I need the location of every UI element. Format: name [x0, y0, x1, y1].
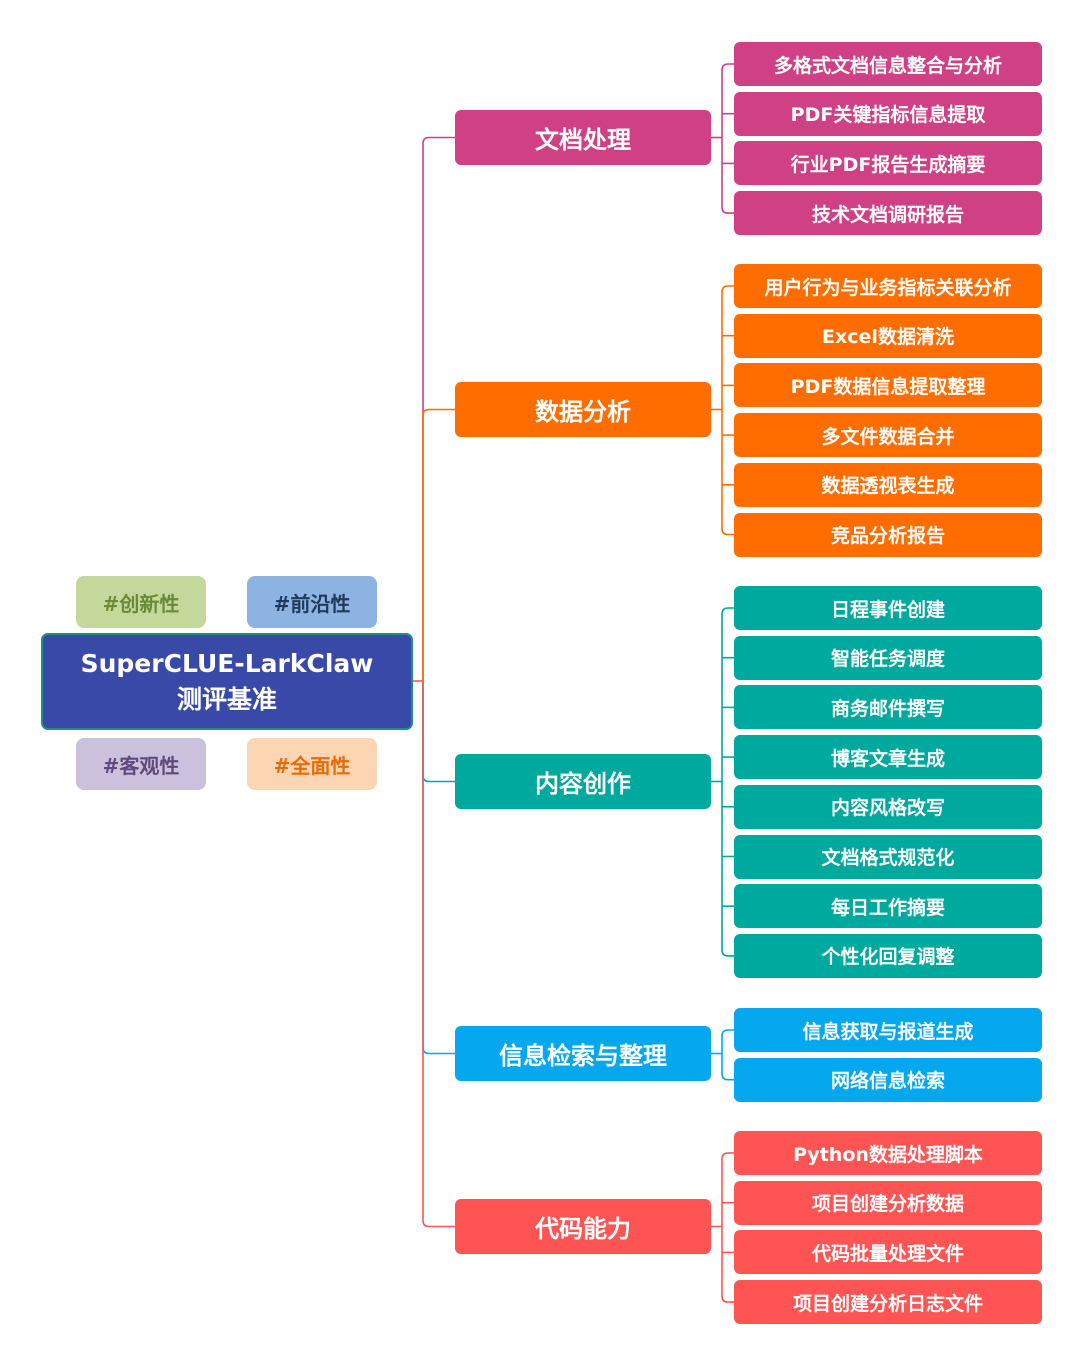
tag-objectivity: #客观性 — [76, 738, 206, 790]
root-title-line2: 测评基准 — [176, 684, 277, 714]
trunk-connector — [422, 136, 455, 681]
leaf-bracket — [721, 607, 734, 957]
leaf-bracket — [721, 1152, 734, 1303]
tag-frontier: #前沿性 — [247, 576, 377, 628]
branch-node[interactable]: 信息检索与整理 — [455, 1026, 711, 1081]
leaf-node[interactable]: 多格式文档信息整合与分析 — [734, 42, 1042, 86]
branch-node[interactable]: 数据分析 — [455, 382, 711, 437]
leaf-node[interactable]: 日程事件创建 — [734, 586, 1042, 630]
leaf-node[interactable]: 数据透视表生成 — [734, 462, 1042, 507]
leaf-node[interactable]: 每日工作摘要 — [734, 884, 1042, 929]
leaf-node[interactable]: PDF数据信息提取整理 — [734, 363, 1042, 408]
trunk-connector — [422, 681, 455, 783]
branch-node[interactable]: 文档处理 — [455, 110, 711, 165]
leaf-node[interactable]: 行业PDF报告生成摘要 — [734, 141, 1042, 186]
root-title-line1: SuperCLUE-LarkClaw — [80, 648, 374, 678]
trunk-connector — [422, 681, 455, 1055]
leaf-node[interactable]: 信息获取与报道生成 — [734, 1008, 1042, 1052]
leaf-node[interactable]: 代码批量处理文件 — [734, 1230, 1042, 1275]
leaf-node[interactable]: 商务邮件撰写 — [734, 685, 1042, 730]
leaf-node[interactable]: 用户行为与业务指标关联分析 — [734, 264, 1042, 308]
leaf-node[interactable]: 个性化回复调整 — [734, 933, 1042, 978]
leaf-bracket — [721, 1029, 734, 1081]
leaf-node[interactable]: 项目创建分析数据 — [734, 1180, 1042, 1225]
leaf-node[interactable]: 智能任务调度 — [734, 635, 1042, 680]
leaf-node[interactable]: 竞品分析报告 — [734, 512, 1042, 557]
tag-innovation: #创新性 — [76, 576, 206, 628]
trunk-connector — [422, 408, 455, 681]
leaf-node[interactable]: 博客文章生成 — [734, 735, 1042, 780]
root-node[interactable]: SuperCLUE-LarkClaw 测评基准 — [41, 633, 413, 730]
leaf-node[interactable]: 内容风格改写 — [734, 784, 1042, 829]
leaf-node[interactable]: PDF关键指标信息提取 — [734, 91, 1042, 136]
leaf-bracket — [721, 285, 734, 536]
leaf-node[interactable]: 网络信息检索 — [734, 1057, 1042, 1102]
leaf-node[interactable]: 文档格式规范化 — [734, 834, 1042, 879]
leaf-bracket — [721, 63, 734, 214]
leaf-node[interactable]: Python数据处理脚本 — [734, 1131, 1042, 1175]
leaf-node[interactable]: 多文件数据合并 — [734, 413, 1042, 458]
tag-comprehensiveness: #全面性 — [247, 738, 377, 790]
trunk-connector — [422, 681, 455, 1228]
leaf-node[interactable]: 项目创建分析日志文件 — [734, 1280, 1042, 1325]
leaf-node[interactable]: Excel数据清洗 — [734, 313, 1042, 358]
branch-node[interactable]: 代码能力 — [455, 1199, 711, 1254]
branch-node[interactable]: 内容创作 — [455, 754, 711, 809]
leaf-node[interactable]: 技术文档调研报告 — [734, 191, 1042, 236]
